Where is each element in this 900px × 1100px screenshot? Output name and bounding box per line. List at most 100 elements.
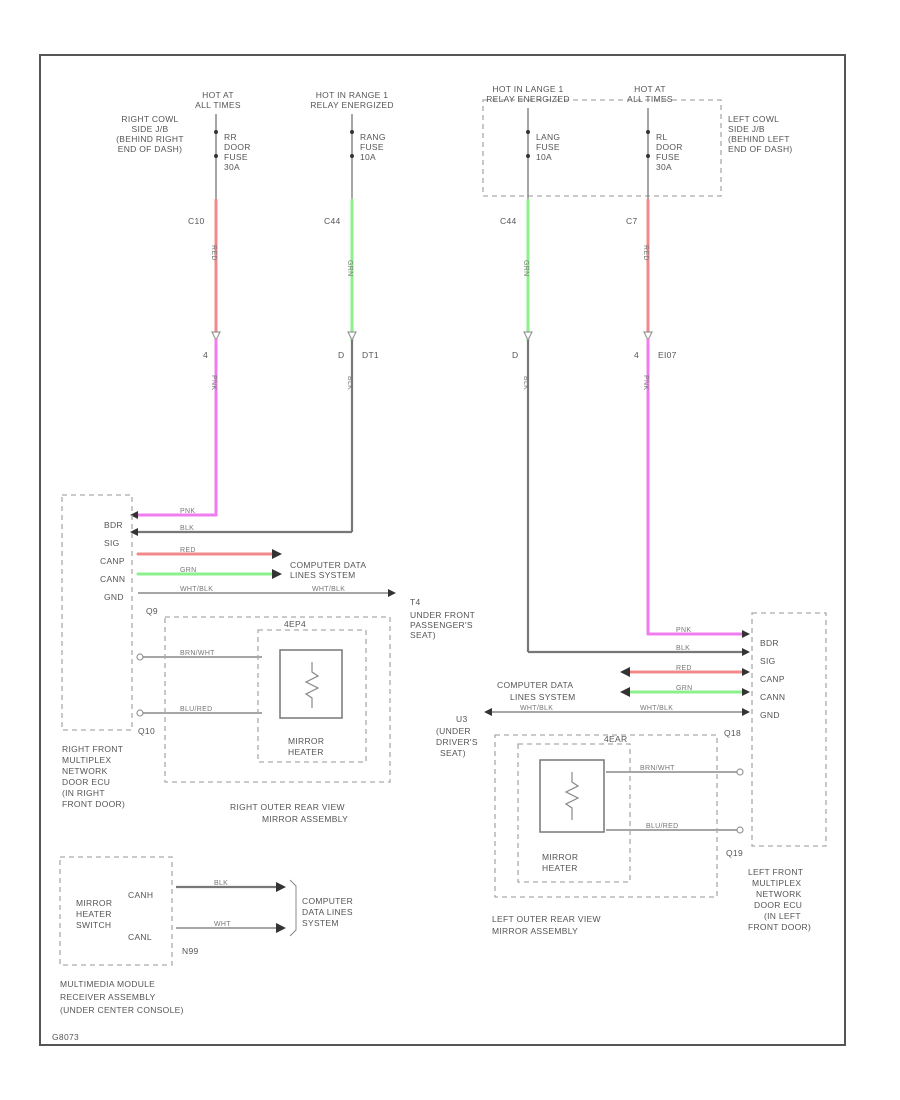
right-assembly-line-1: RIGHT OUTER REAR VIEW (230, 802, 345, 812)
right-assembly-line-2: MIRROR ASSEMBLY (262, 814, 348, 824)
pin-d-left: D (512, 350, 518, 360)
switch-pin-canh: CANH (128, 890, 153, 900)
wire-code: BLK (346, 376, 353, 390)
fuse-rang-line-1: RANG (360, 132, 386, 142)
wire-code: PNK (210, 375, 217, 390)
ground-left-line-2: DRIVER'S (436, 737, 478, 747)
left-mirror-code: 4EAR (604, 734, 627, 744)
source-rang: HOT IN RANGE 1 RELAY ENERGIZED RANG FUSE… (130, 90, 394, 536)
terminal (136, 709, 144, 717)
fuse-lang-line-1: LANG (536, 132, 560, 142)
wire-code: GRN (676, 685, 692, 692)
fuse-rang-line-2: FUSE (360, 142, 384, 152)
wire-code: PNK (676, 627, 691, 634)
left-ecu-connector-q19: Q19 (726, 848, 743, 858)
right-ecu-label-line-1: RIGHT FRONT (62, 744, 123, 754)
source-2-title-line-2: RELAY ENERGIZED (310, 100, 394, 110)
left-ecu-pin-cann: CANN (760, 692, 785, 702)
wire-code: WHT/BLK (312, 586, 345, 593)
wire-code: RED (642, 245, 649, 261)
left-ecu-pin-sig: SIG (760, 656, 776, 666)
fuse-rl-line-3: FUSE (656, 152, 680, 162)
fuse-rl-line-2: DOOR (656, 142, 683, 152)
cdl-left-line-2: LINES SYSTEM (510, 692, 575, 702)
right-mirror-heater-box (257, 629, 367, 763)
ground-right-line-1: UNDER FRONT (410, 610, 475, 620)
right-ecu-pin-sig: SIG (104, 538, 120, 548)
fuse-rr-line-2: DOOR (224, 142, 251, 152)
switch-pin-canl: CANL (128, 932, 152, 942)
wire-code: WHT/BLK (180, 586, 213, 593)
source-4-title-line-2: ALL TIMES (627, 94, 673, 104)
fuse-rl-line-1: RL (656, 132, 667, 142)
wire-code: GRN (522, 260, 529, 276)
right-jb-line-1: RIGHT COWL (121, 114, 178, 124)
wire-code: PNK (642, 375, 649, 390)
footer-id: G8073 (52, 1032, 79, 1042)
left-ecu-label-line-4: DOOR ECU (754, 900, 802, 910)
left-assembly-line-1: LEFT OUTER REAR VIEW (492, 914, 601, 924)
fuse-terminal (526, 154, 530, 158)
left-cowl-jb-label: LEFT COWL SIDE J/B (BEHIND LEFT END OF D… (728, 114, 793, 154)
left-ecu-pin-canp: CANP (760, 674, 785, 684)
fuse-terminal (350, 154, 354, 158)
ground-u3: U3 (456, 714, 467, 724)
switch-label-line-2: HEATER (76, 909, 112, 919)
cdl-bottom-line-3: SYSTEM (302, 918, 339, 928)
ground-t4: T4 (410, 597, 421, 607)
fuse-terminal (646, 130, 650, 134)
cdl-bottom-line-2: DATA LINES (302, 907, 353, 917)
left-jb-line-4: END OF DASH) (728, 144, 793, 154)
bracket (289, 879, 297, 937)
left-heater-line-1: MIRROR (542, 852, 578, 862)
left-heater-line-2: HEATER (542, 863, 578, 873)
right-mirror-code: 4EP4 (284, 619, 306, 629)
wire-code: BLK (214, 880, 228, 887)
right-ecu-label-line-2: MULTIPLEX (62, 755, 111, 765)
wire-code: GRN (346, 260, 353, 276)
source-3-title-line-1: HOT IN LANGE 1 (492, 84, 563, 94)
source-3-title-line-2: RELAY ENERGIZED (486, 94, 570, 104)
connector-c44-left: C44 (500, 216, 517, 226)
source-1-title-line-2: ALL TIMES (195, 100, 241, 110)
diagram-frame (39, 54, 846, 1046)
right-heater-element (279, 649, 343, 719)
left-ecu-label-line-5: (IN LEFT (764, 911, 801, 921)
left-ecu-connector-q18: Q18 (724, 728, 741, 738)
left-ecu-label-line-6: FRONT DOOR) (748, 922, 811, 932)
ground-right-line-3: SEAT) (410, 630, 436, 640)
heater-resistor-icon (304, 662, 320, 708)
fuse-rr-line-1: RR (224, 132, 237, 142)
wire-code: BLU/RED (646, 823, 678, 830)
wire-code: PNK (180, 508, 195, 515)
wire-code: BRN/WHT (180, 650, 215, 657)
switch-label-line-1: MIRROR (76, 898, 112, 908)
wire-code: BLK (522, 376, 529, 390)
right-ecu-pin-bdr: BDR (104, 520, 123, 530)
module-line-3: (UNDER CENTER CONSOLE) (60, 1005, 184, 1015)
wire-code: BRN/WHT (640, 765, 675, 772)
left-ecu-label-line-3: NETWORK (756, 889, 802, 899)
left-jb-line-1: LEFT COWL (728, 114, 779, 124)
module-line-1: MULTIMEDIA MODULE (60, 979, 155, 989)
right-ecu-pin-gnd: GND (104, 592, 124, 602)
right-ecu-box (61, 494, 133, 731)
left-mirror-heater-box (517, 743, 631, 883)
left-cowl-jb-box (482, 99, 722, 197)
pin-dt1: DT1 (362, 350, 379, 360)
wire-code: WHT/BLK (640, 705, 673, 712)
source-rl-door: HOT AT ALL TIMES RL DOOR FUSE 30A C7 RED… (626, 84, 750, 638)
right-ecu-connector-q9: Q9 (146, 606, 158, 616)
mirror-heater-switch-box (59, 856, 173, 966)
connector-c10: C10 (188, 216, 205, 226)
terminal (736, 768, 744, 776)
connector-c7: C7 (626, 216, 637, 226)
wire-code: GRN (180, 567, 196, 574)
cdl-right-line-2: LINES SYSTEM (290, 570, 355, 580)
wire-code: BLK (676, 645, 690, 652)
right-ecu-label-line-4: DOOR ECU (62, 777, 110, 787)
left-ecu-pin-gnd: GND (760, 710, 780, 720)
switch-connector: N99 (182, 946, 199, 956)
right-ecu-label: RIGHT FRONT MULTIPLEX NETWORK DOOR ECU (… (62, 744, 125, 809)
